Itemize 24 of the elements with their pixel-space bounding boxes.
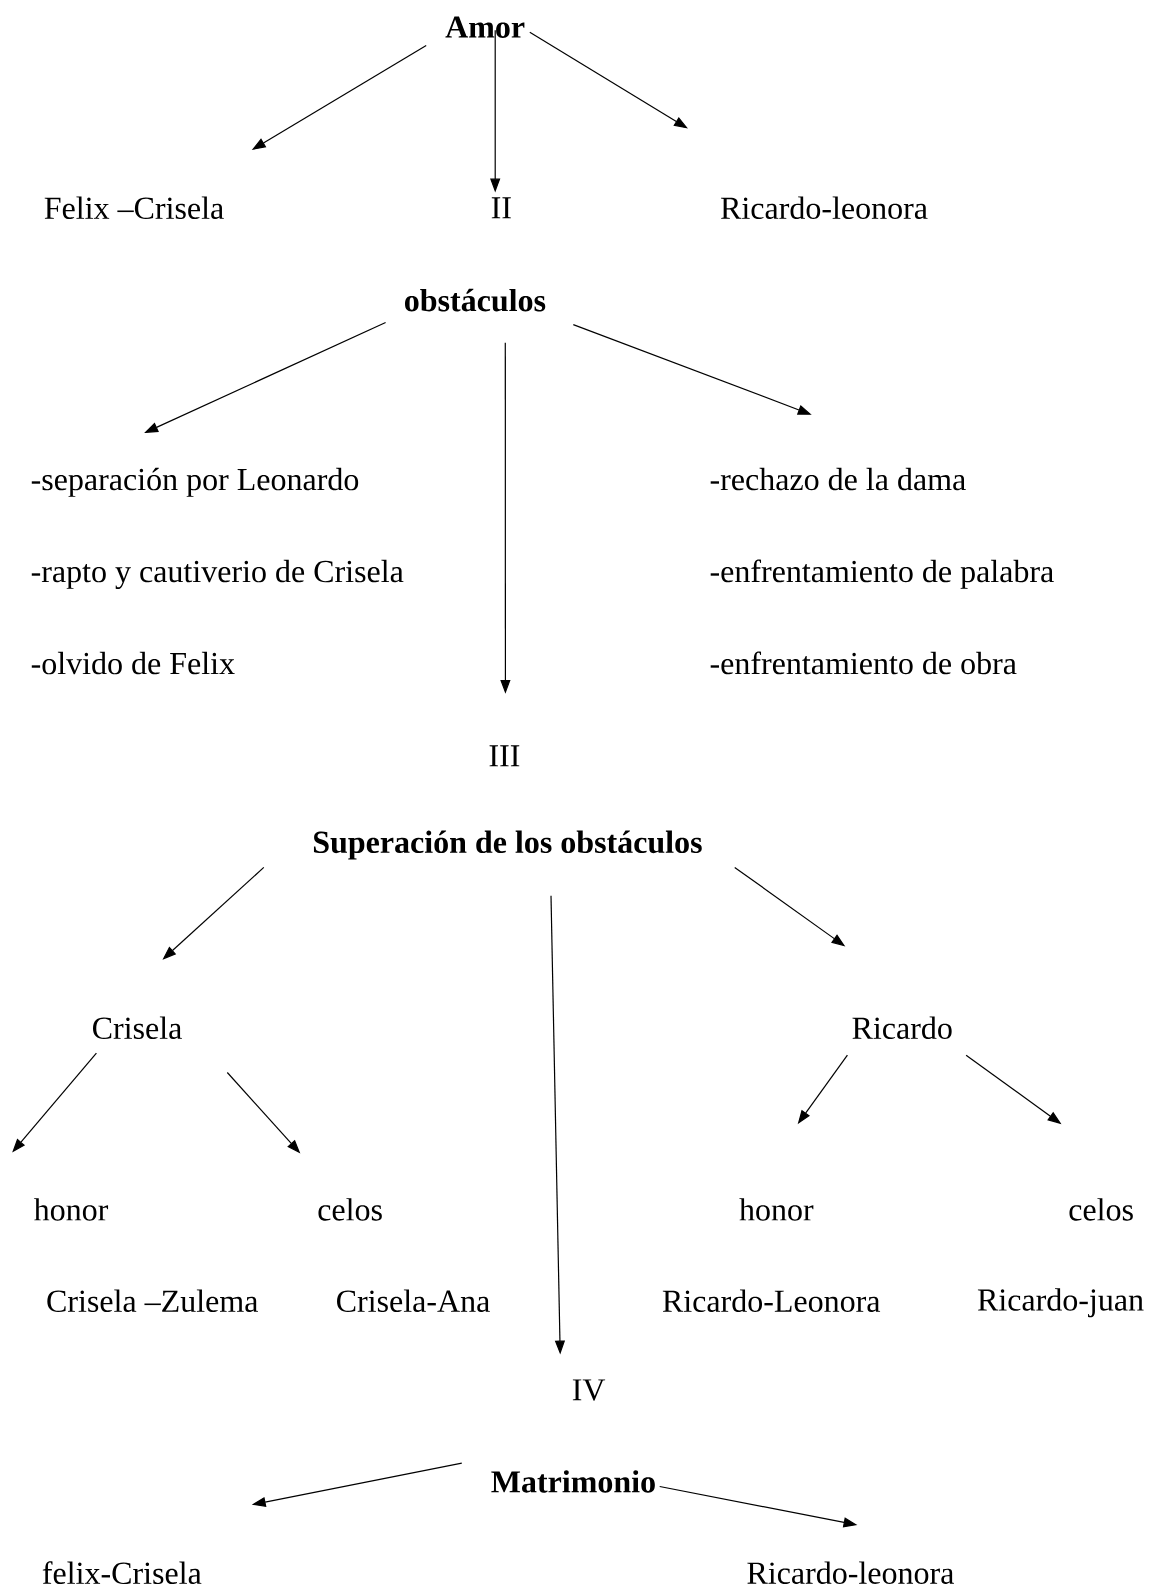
node-text: obstáculos xyxy=(405,288,546,312)
node-text: Felix –Crisela xyxy=(44,196,224,220)
node-text: Superación de los obstáculos xyxy=(313,830,702,860)
node-text: honor xyxy=(34,1198,109,1221)
node-text: Ricardo xyxy=(852,1016,952,1040)
node-text: Ricardo-leonora xyxy=(747,1561,954,1584)
node-text: celos xyxy=(318,1198,382,1221)
label-text: Ricardo-Leonora xyxy=(662,1289,881,1313)
node-text: Matrimonio xyxy=(491,1470,655,1493)
label-text: Crisela –Zulema xyxy=(47,1289,258,1313)
node-text: honor xyxy=(739,1198,814,1221)
arrow xyxy=(529,31,688,129)
text-list: -separación por Leonardo -rapto y cautiverio de Crisela -olvido de Felix xyxy=(31,467,404,675)
node-text: celos xyxy=(1069,1198,1133,1221)
node-text: III xyxy=(489,745,520,767)
label-text: Crisela-Ana xyxy=(337,1289,490,1313)
node-text: Crisela xyxy=(93,1016,182,1040)
text-list: -rechazo de la dama -enfrentamiento de palabra -enfrentamiento de obra xyxy=(710,467,1054,675)
node-text: IV xyxy=(572,1379,606,1401)
node-text: felix-Crisela xyxy=(42,1561,202,1585)
node-text: Amor xyxy=(445,16,525,38)
label-text: Ricardo-juan xyxy=(977,1288,1144,1318)
node-text: Ricardo-leonora xyxy=(721,196,928,220)
node-text: II xyxy=(491,197,511,219)
